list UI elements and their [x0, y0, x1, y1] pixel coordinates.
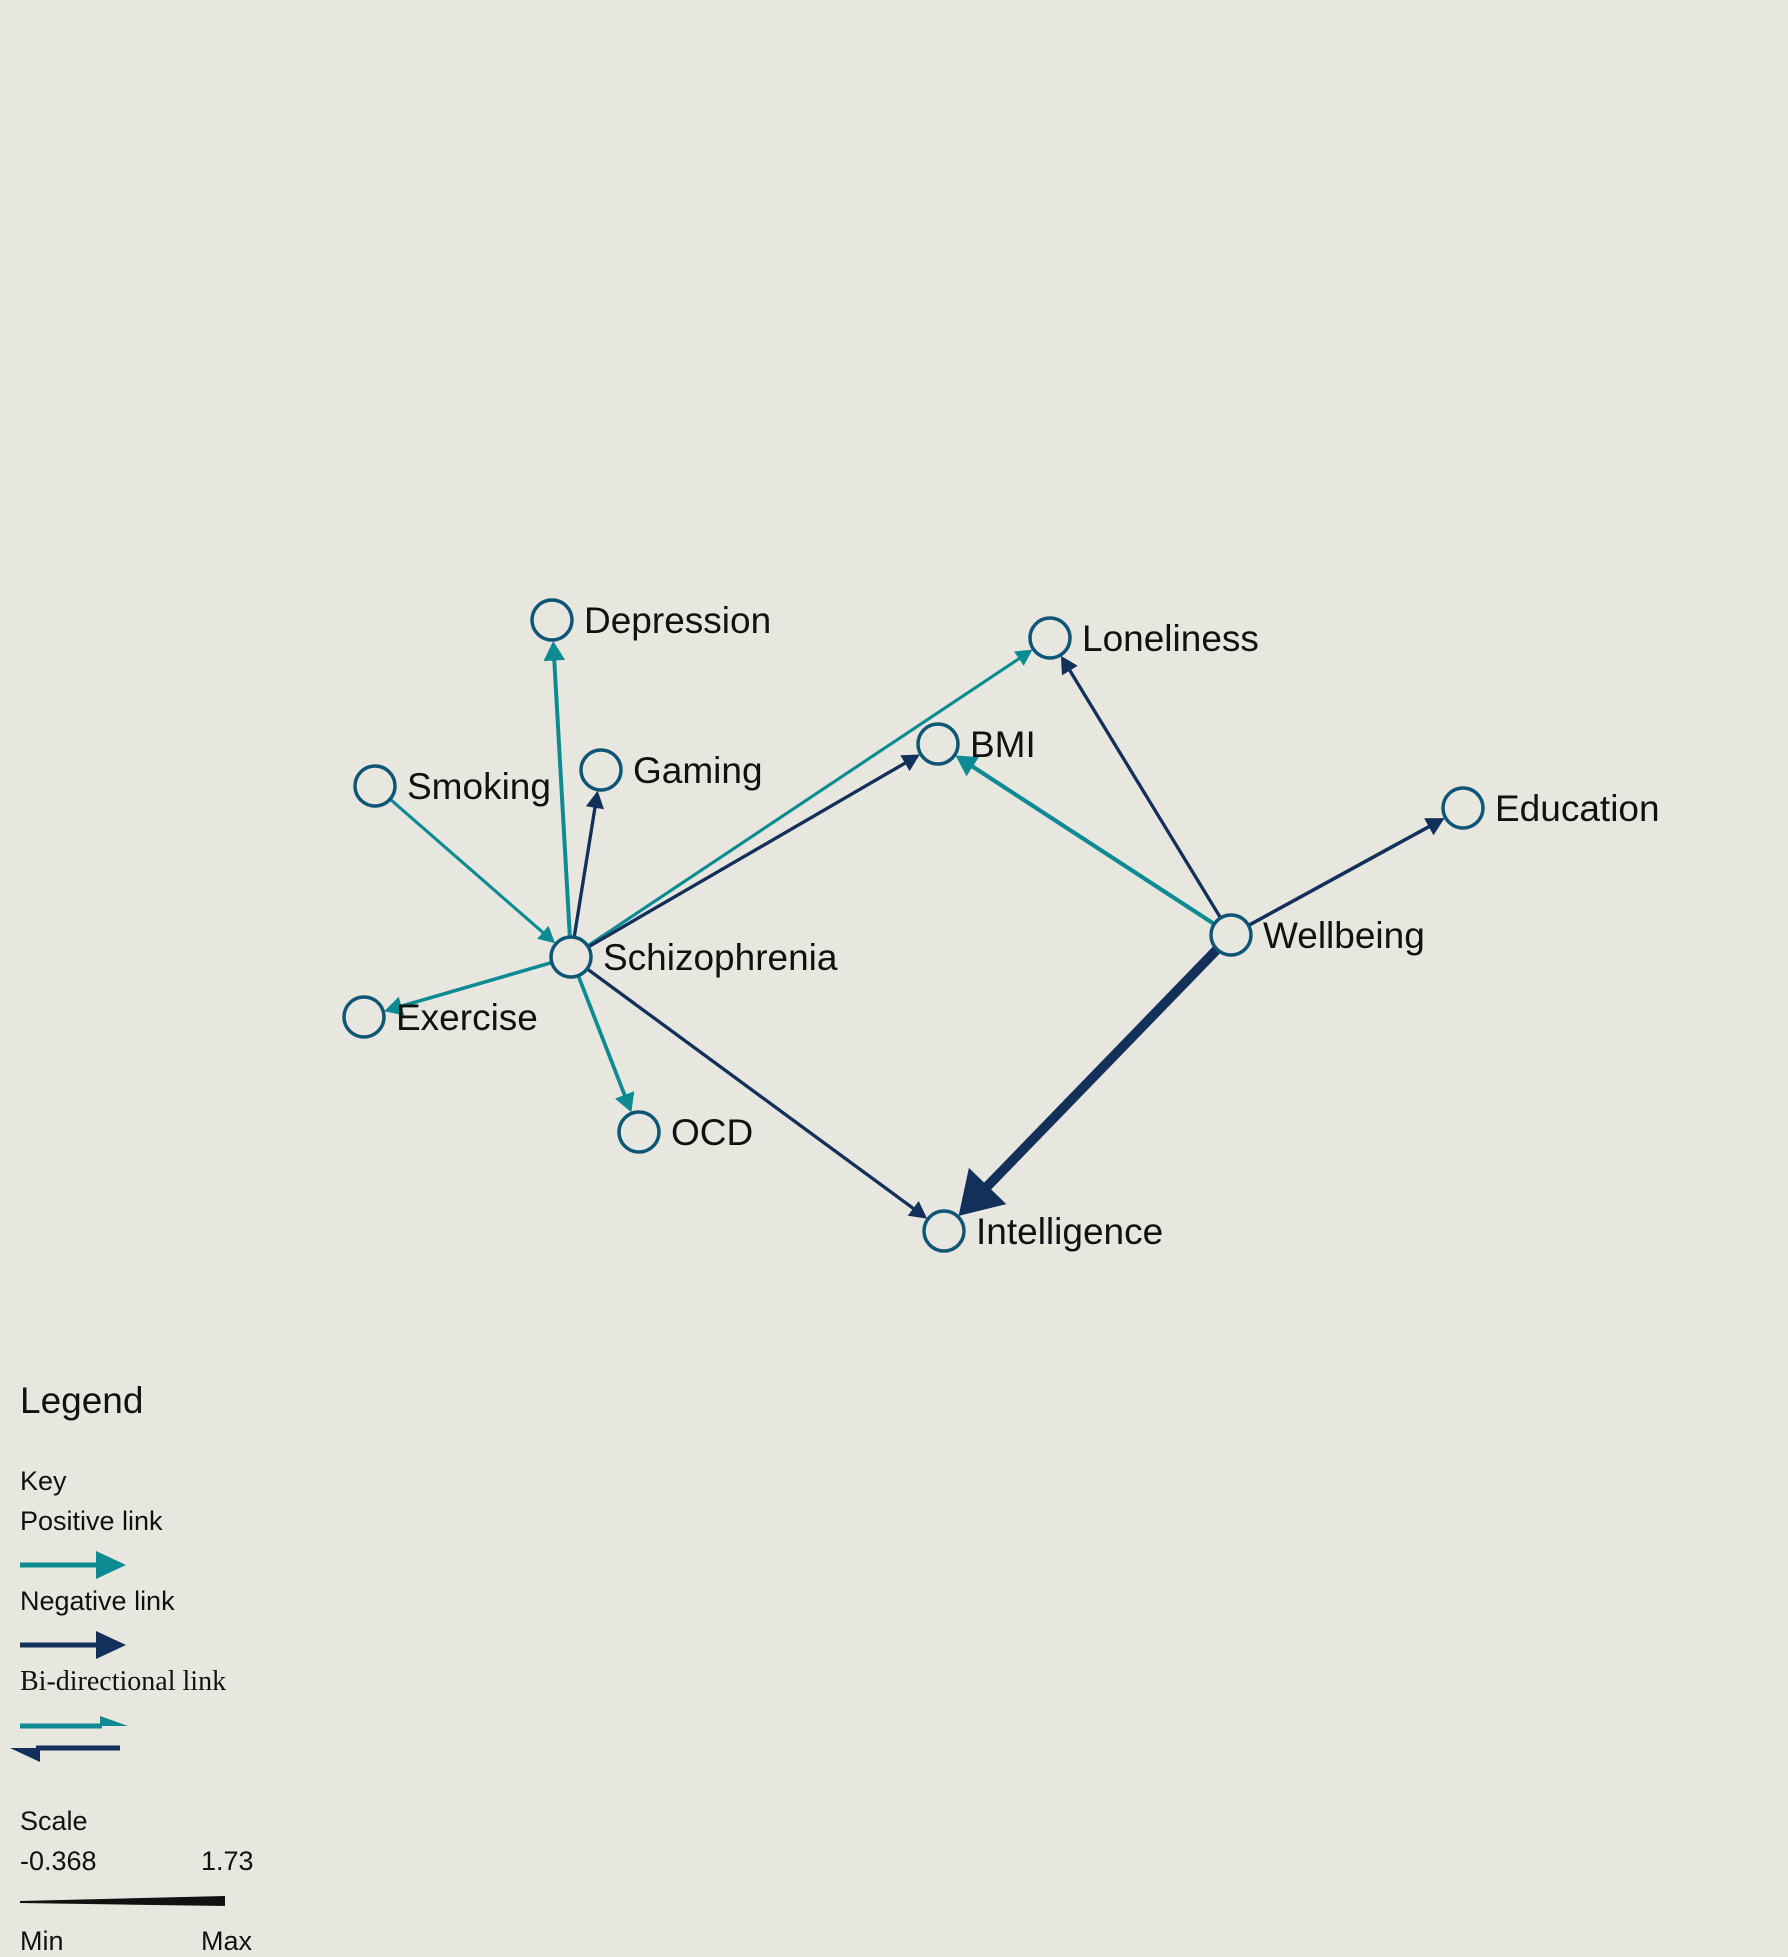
legend-scale-label: Scale	[20, 1806, 88, 1836]
edge-wellbeing-to-bmi	[955, 755, 1215, 926]
node-circle[interactable]	[342, 995, 386, 1039]
node-label-smoking: Smoking	[407, 766, 551, 807]
node-circle[interactable]	[916, 722, 960, 766]
edges-layer	[384, 641, 1445, 1219]
edge-schizophrenia-to-loneliness	[587, 649, 1033, 947]
edge-schizophrenia-to-depression	[543, 641, 572, 937]
node-circle[interactable]	[617, 1110, 661, 1154]
node-circle[interactable]	[579, 748, 623, 792]
node-gaming[interactable]: Gaming	[579, 748, 763, 792]
node-loneliness[interactable]: Loneliness	[1028, 616, 1259, 660]
node-smoking[interactable]: Smoking	[353, 764, 551, 808]
edge-wellbeing-to-loneliness	[1060, 655, 1222, 918]
node-label-schizophrenia: Schizophrenia	[603, 937, 838, 978]
legend-bidirectional-arrows	[10, 1716, 128, 1762]
legend-scale-max-value: 1.73	[201, 1846, 254, 1876]
node-label-education: Education	[1495, 788, 1660, 829]
legend-min-label: Min	[20, 1926, 64, 1956]
edge-schizophrenia-to-intelligence	[586, 968, 928, 1219]
node-circle[interactable]	[530, 598, 574, 642]
node-intelligence[interactable]: Intelligence	[922, 1209, 1163, 1253]
edge-wellbeing-to-education	[1248, 818, 1445, 927]
node-circle[interactable]	[1209, 913, 1253, 957]
edge-schizophrenia-to-bmi	[588, 754, 920, 948]
node-ocd[interactable]: OCD	[617, 1110, 753, 1154]
node-wellbeing[interactable]: Wellbeing	[1209, 913, 1425, 957]
node-depression[interactable]: Depression	[530, 598, 771, 642]
edge-schizophrenia-to-ocd	[576, 975, 635, 1113]
edge-smoking-to-schizophrenia	[389, 798, 556, 944]
legend-title: Legend	[20, 1380, 144, 1421]
edge-wellbeing-to-intelligence	[958, 946, 1220, 1216]
node-label-ocd: OCD	[671, 1112, 753, 1153]
legend-positive-arrow	[20, 1551, 126, 1579]
edge-schizophrenia-to-exercise	[384, 961, 552, 1016]
node-circle[interactable]	[1028, 616, 1072, 660]
legend-key-label: Key	[20, 1466, 67, 1496]
legend-max-label: Max	[201, 1926, 253, 1956]
node-schizophrenia[interactable]: Schizophrenia	[549, 935, 838, 979]
legend-scale-wedge	[20, 1896, 225, 1906]
node-circle[interactable]	[1441, 786, 1485, 830]
edge-schizophrenia-to-gaming	[572, 790, 604, 937]
node-label-loneliness: Loneliness	[1082, 618, 1259, 659]
node-circle[interactable]	[353, 764, 397, 808]
node-circle[interactable]	[922, 1209, 966, 1253]
node-education[interactable]: Education	[1441, 786, 1660, 830]
node-bmi[interactable]: BMI	[916, 722, 1036, 766]
node-label-depression: Depression	[584, 600, 771, 641]
legend: Legend Key Positive link Negative link B…	[10, 1370, 320, 1956]
node-exercise[interactable]: Exercise	[342, 995, 538, 1039]
node-label-bmi: BMI	[970, 724, 1036, 765]
node-label-exercise: Exercise	[396, 997, 538, 1038]
legend-negative-arrow	[20, 1631, 126, 1659]
node-label-gaming: Gaming	[633, 750, 763, 791]
legend-negative-label: Negative link	[20, 1586, 175, 1616]
node-label-intelligence: Intelligence	[976, 1211, 1163, 1252]
node-label-wellbeing: Wellbeing	[1263, 915, 1425, 956]
legend-bidirectional-label: Bi-directional link	[20, 1666, 227, 1697]
node-circle[interactable]	[549, 935, 593, 979]
legend-positive-label: Positive link	[20, 1506, 163, 1536]
legend-scale-min-value: -0.368	[20, 1846, 97, 1876]
